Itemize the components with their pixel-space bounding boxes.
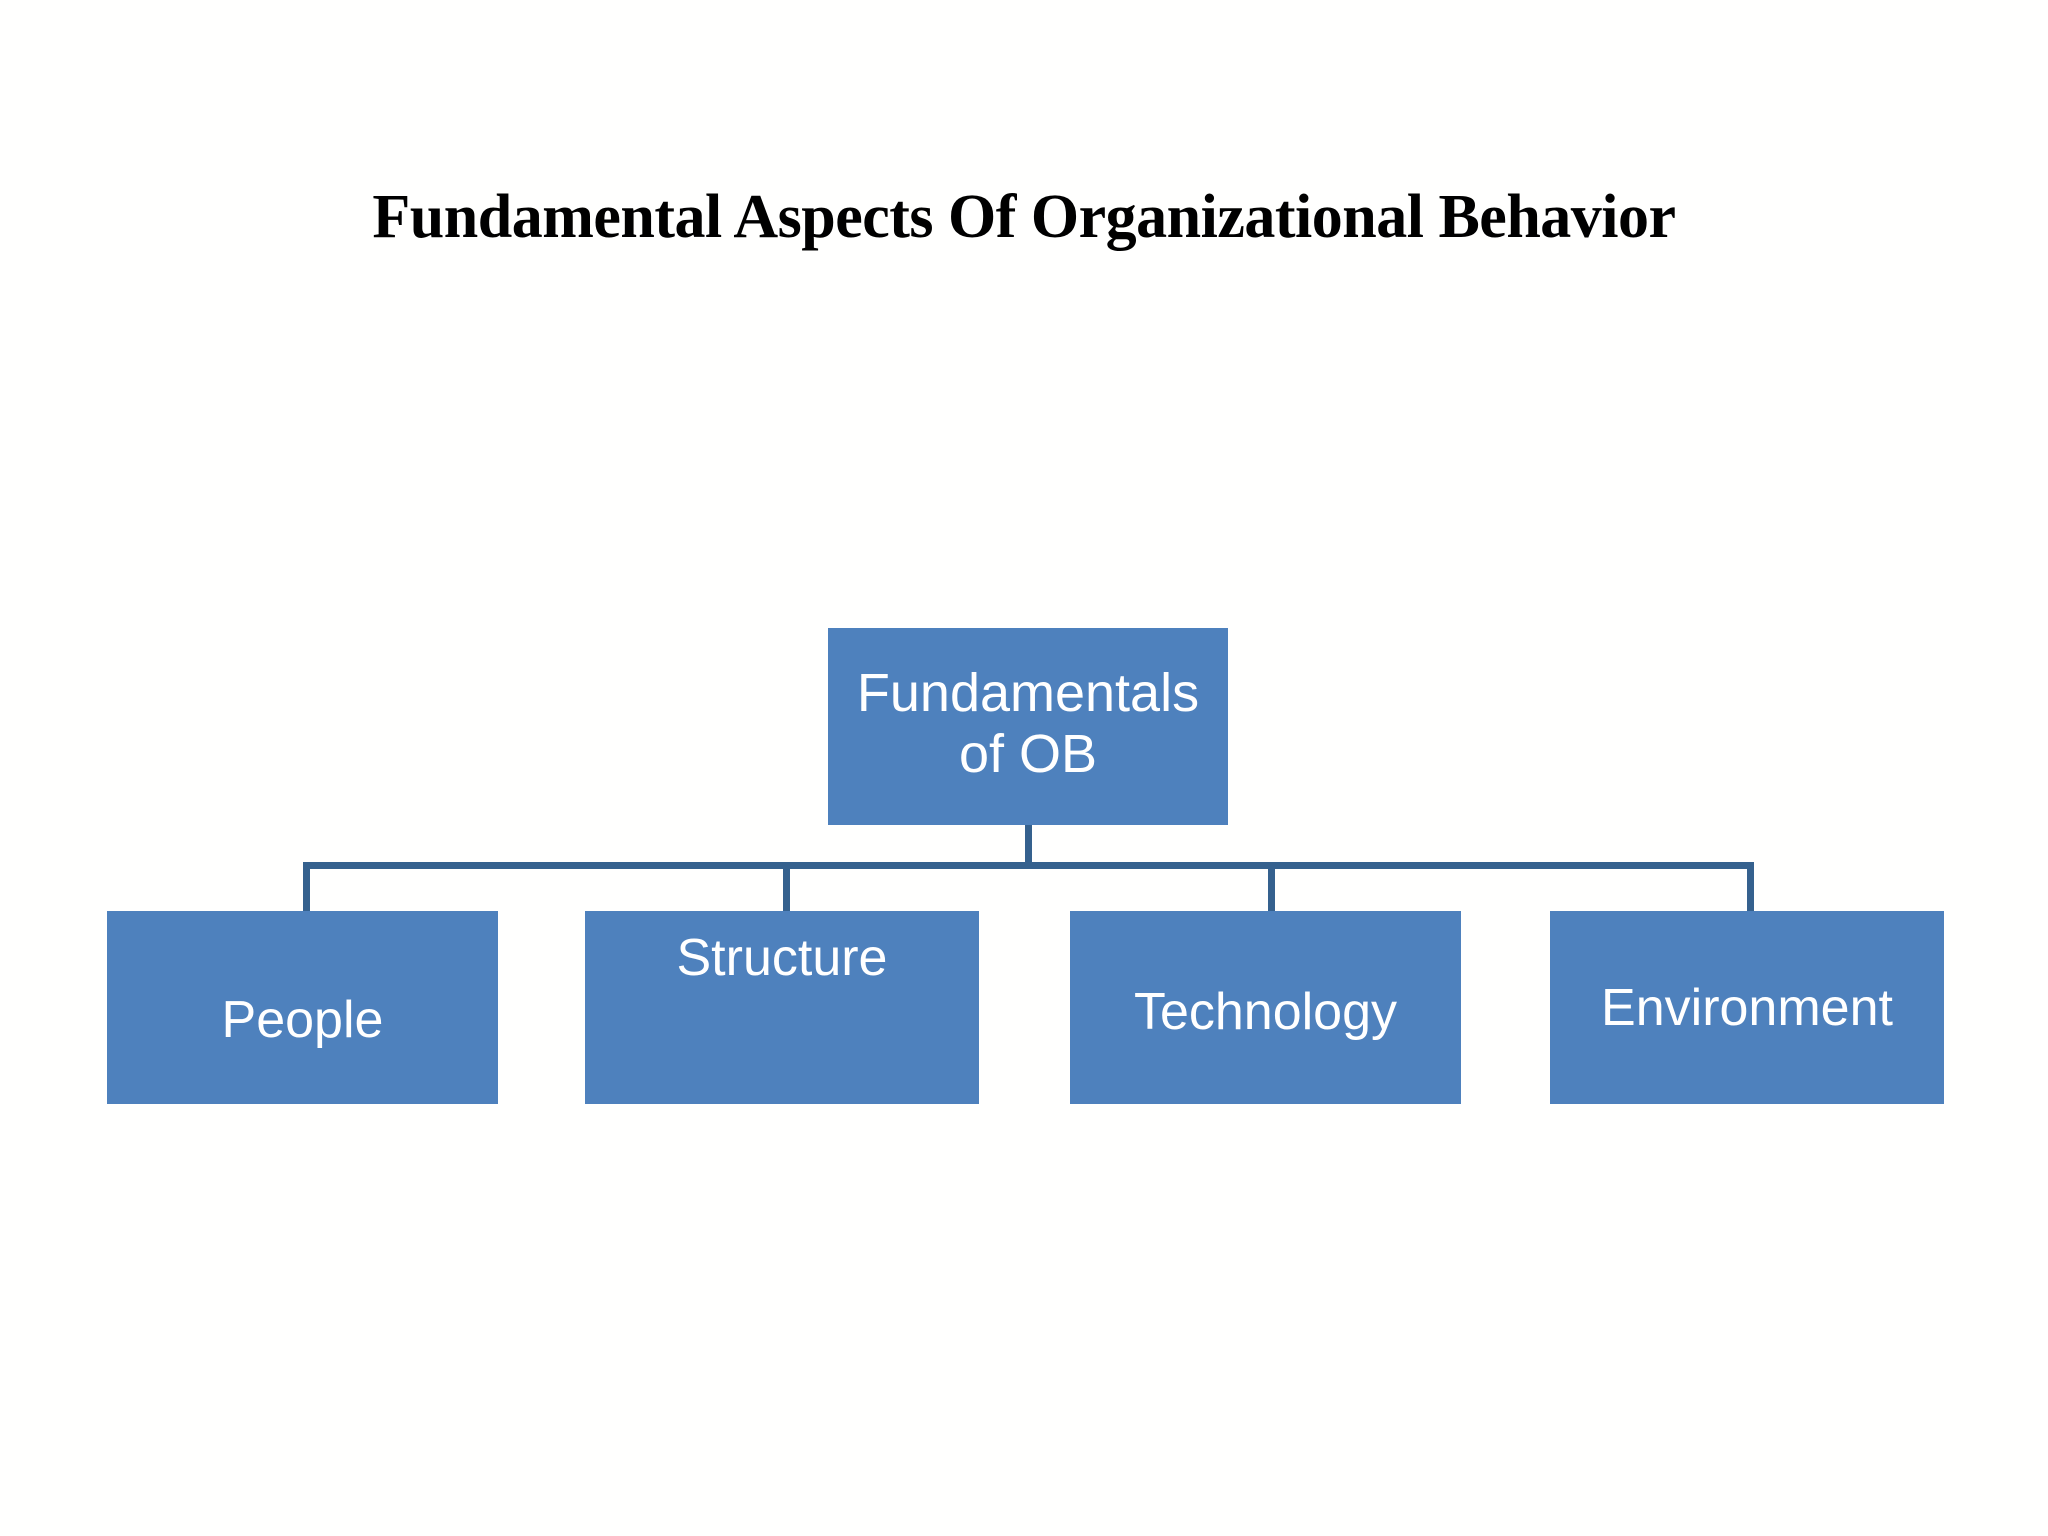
connector-drop-technology bbox=[1268, 866, 1275, 912]
node-label-environment: Environment bbox=[1601, 979, 1893, 1038]
connector-drop-structure bbox=[783, 866, 790, 912]
node-label-people: People bbox=[221, 991, 384, 1050]
node-environment[interactable]: Environment bbox=[1550, 911, 1944, 1104]
node-technology[interactable]: Technology bbox=[1070, 911, 1461, 1104]
connector-root-stem bbox=[1025, 825, 1032, 866]
node-label-structure: Structure bbox=[676, 929, 888, 987]
node-label-technology: Technology bbox=[1133, 983, 1398, 1042]
node-structure[interactable]: Structure bbox=[585, 911, 979, 1104]
node-fundamentals-of-ob[interactable]: Fundamentals of OB bbox=[828, 628, 1228, 825]
node-label-root: Fundamentals of OB bbox=[856, 663, 1200, 784]
connector-drop-environment bbox=[1747, 866, 1754, 912]
node-people[interactable]: People bbox=[107, 911, 498, 1104]
connector-horizontal-bus bbox=[303, 862, 1754, 869]
connector-drop-people bbox=[303, 866, 310, 912]
page-title: Fundamental Aspects Of Organizational Be… bbox=[372, 182, 1676, 251]
